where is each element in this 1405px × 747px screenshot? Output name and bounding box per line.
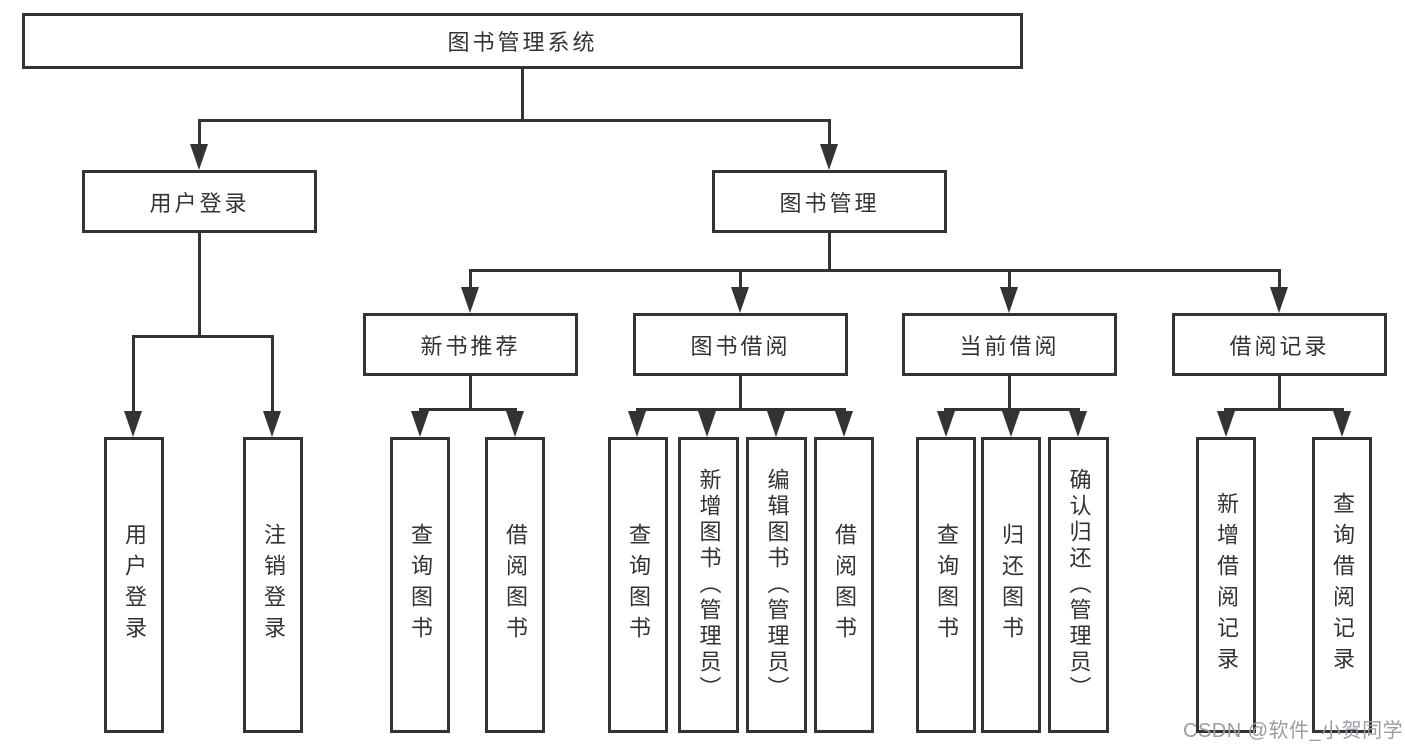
node-book-management: 图书管理 [712,170,947,233]
connector-line [828,233,831,271]
arrow-down-icon [835,411,853,437]
watermark: CSDN @软件_小贺同学 [1183,720,1404,742]
leaf-label: 查询图书 [934,523,959,647]
node-label: 新书推荐 [420,333,521,359]
connector-line [945,408,1080,411]
arrow-down-icon [461,287,479,313]
connector-line [1008,269,1011,291]
node-new-book-recommend: 新书推荐 [363,313,578,376]
arrow-down-icon [1270,287,1288,313]
leaf-borrow-books: 借阅图书 [814,437,874,733]
leaf-confirm-return-admin: 确认归还（管理员） [1048,437,1109,733]
connector-line [828,119,831,153]
node-label: 图书管理系统 [447,30,598,55]
arrow-down-icon [1002,411,1020,437]
node-library-system: 图书管理系统 [22,13,1023,69]
leaf-query-books-borrow: 查询图书 [608,437,668,733]
leaf-logout: 注销登录 [243,437,303,733]
arrow-down-icon [124,411,142,437]
node-label: 当前借阅 [959,333,1060,359]
leaf-label: 新增图书（管理员） [696,468,722,702]
arrow-down-icon [190,144,208,170]
connector-line [1008,376,1011,410]
leaf-label: 查询借阅记录 [1330,492,1355,678]
arrow-down-icon [731,287,749,313]
leaf-label: 新增借阅记录 [1214,492,1239,678]
arrow-down-icon [411,411,429,437]
leaf-add-borrow-record: 新增借阅记录 [1196,437,1256,733]
leaf-query-books-current: 查询图书 [916,437,976,733]
connector-line [521,69,524,121]
connector-line [1278,269,1281,291]
arrow-down-icon [1333,411,1351,437]
leaf-label: 借阅图书 [503,523,528,647]
connector-line [469,269,1281,272]
leaf-edit-book-admin: 编辑图书（管理员） [746,437,807,733]
arrow-down-icon [1217,411,1235,437]
connector-line [636,408,846,411]
leaf-label: 查询图书 [408,523,433,647]
arrow-down-icon [506,411,524,437]
arrow-down-icon [820,144,838,170]
leaf-label: 注销登录 [261,523,286,647]
node-label: 用户登录 [149,190,250,216]
leaf-query-books-recommend: 查询图书 [390,437,450,733]
connector-line [469,376,472,410]
leaf-label: 归还图书 [999,523,1024,647]
arrow-down-icon [1000,287,1018,313]
arrow-down-icon [1069,411,1087,437]
node-book-borrow: 图书借阅 [633,313,848,376]
leaf-label: 确认归还（管理员） [1066,468,1092,702]
node-label: 图书管理 [779,190,880,216]
connector-line [1225,408,1344,411]
connector-line [1278,376,1281,410]
node-borrow-records: 借阅记录 [1172,313,1387,376]
connector-line [132,335,274,338]
leaf-label: 借阅图书 [832,523,857,647]
connector-line [271,335,274,415]
connector-line [198,233,201,337]
leaf-user-login: 用户登录 [104,437,164,733]
node-label: 借阅记录 [1229,333,1330,359]
connector-line [198,119,201,153]
node-user-login: 用户登录 [82,170,317,233]
connector-line [132,335,135,415]
connector-line [198,119,831,122]
connector-line [419,408,517,411]
leaf-borrow-books-recommend: 借阅图书 [485,437,545,733]
leaf-add-book-admin: 新增图书（管理员） [678,437,739,733]
connector-line [739,269,742,291]
leaf-return-books: 归还图书 [981,437,1041,733]
arrow-down-icon [263,411,281,437]
arrow-down-icon [767,411,785,437]
leaf-label: 用户登录 [122,523,147,647]
arrow-down-icon [937,411,955,437]
leaf-label: 查询图书 [626,523,651,647]
arrow-down-icon [628,411,646,437]
connector-line [469,269,472,291]
leaf-label: 编辑图书（管理员） [764,468,790,702]
leaf-query-borrow-record: 查询借阅记录 [1312,437,1372,733]
arrow-down-icon [698,411,716,437]
node-current-borrow: 当前借阅 [902,313,1117,376]
node-label: 图书借阅 [690,333,791,359]
connector-line [739,376,742,410]
